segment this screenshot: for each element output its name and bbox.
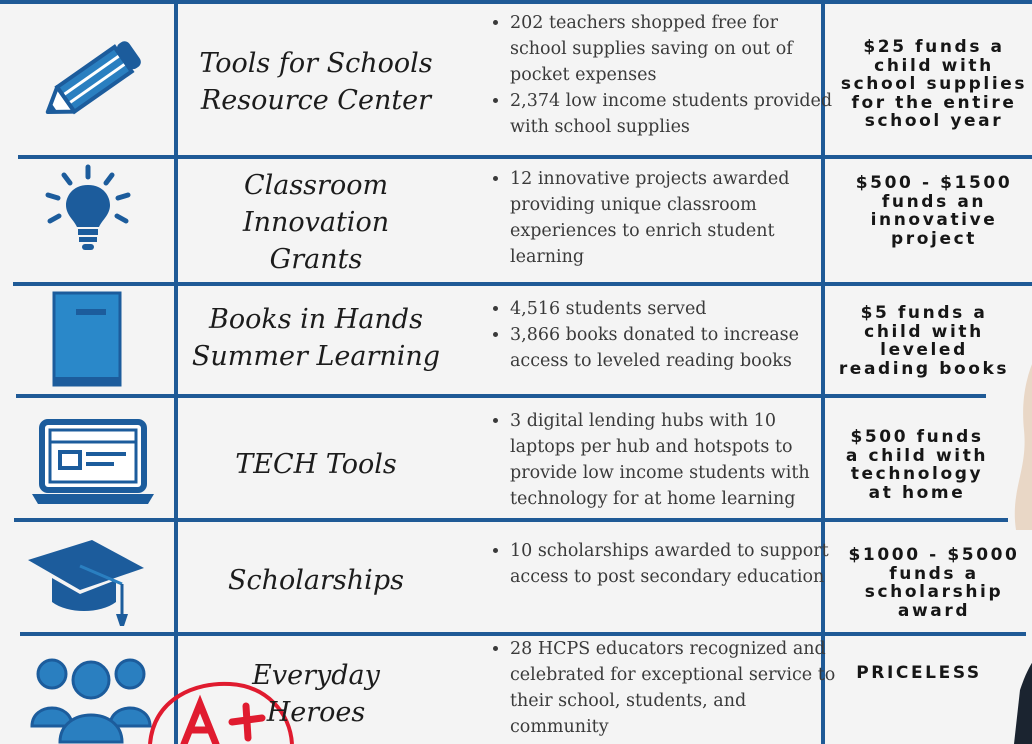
program-details: 10 scholarships awarded to support acces… [480,538,840,590]
person-photo [1014,364,1032,744]
lightbulb-icon [45,164,131,250]
list-item: 4,516 students served [510,296,840,322]
book-icon [52,291,122,387]
program-details: 4,516 students served 3,866 books donate… [480,296,840,374]
program-details: 12 innovative projects awarded providing… [480,166,840,270]
program-details: 3 digital lending hubs with 10 laptops p… [480,408,840,512]
program-details: 202 teachers shopped free for school sup… [480,10,840,140]
list-item: 3,866 books donated to increase access t… [510,322,840,374]
top-rule [0,0,1032,4]
program-details: 28 HCPS educators recognized and celebra… [480,636,840,740]
row-divider [826,155,1032,159]
row-divider [20,632,1026,636]
pencil-icon [45,41,141,115]
list-item: 202 teachers shopped free for school sup… [510,10,840,88]
column-divider-left [174,0,178,744]
laptop-icon [32,419,154,504]
list-item: 12 innovative projects awarded providing… [510,166,840,270]
row-divider [14,518,1008,522]
list-item: 28 HCPS educators recognized and celebra… [510,636,840,740]
list-item: 3 digital lending hubs with 10 laptops p… [510,408,840,512]
list-item: 10 scholarships awarded to support acces… [510,538,840,590]
graduation-cap-icon [28,540,144,626]
row-divider [18,155,826,159]
row-divider [13,282,1032,286]
row-divider [16,394,986,398]
funding-note: PRICELESS [856,663,982,683]
program-name: Scholarships [228,564,404,596]
list-item: 2,374 low income students provided with … [510,88,840,140]
red-stamp-icon [148,681,294,744]
column-divider-right [821,0,825,744]
program-name: TECH Tools [235,448,397,480]
people-group-icon [30,658,152,744]
